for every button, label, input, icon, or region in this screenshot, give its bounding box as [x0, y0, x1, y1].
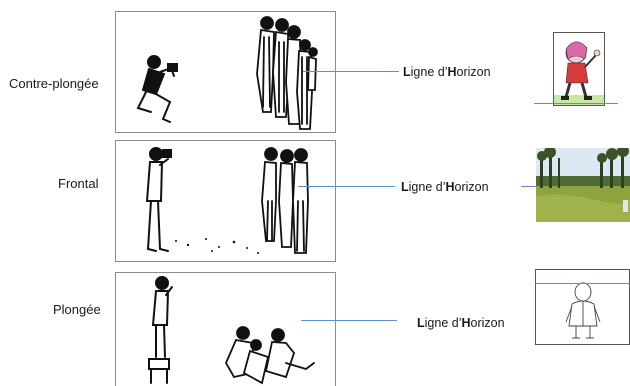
horizon-text-part: igne d’: [425, 316, 462, 330]
horizon-line-plongee: [301, 320, 397, 321]
thumbnail-horizon-line-3: [535, 283, 630, 284]
row-label-frontal: Frontal: [58, 176, 98, 192]
horizon-line-frontal-thumb: [521, 186, 536, 187]
horizon-text-part: orizon: [455, 180, 489, 194]
illustration-frontal: [115, 140, 336, 262]
horizon-label-contre-plongee: Ligne d’Horizon: [403, 64, 491, 80]
ground-dots: [175, 238, 259, 254]
standing-photographer-figure: [147, 148, 171, 251]
horizon-initial-l: L: [403, 65, 411, 79]
row-label-plongee: Plongée: [53, 302, 101, 318]
horizon-text-part: orizon: [471, 316, 505, 330]
horizon-initial-h: H: [447, 65, 456, 79]
thumbnail-cartoon-girl: [553, 32, 605, 106]
row-label-contre-plongee: Contre-plongée: [9, 76, 99, 92]
horizon-line-contre-plongee: [303, 71, 399, 72]
horizon-initial-h: H: [461, 316, 470, 330]
horizon-label-plongee: Ligne d’Horizon: [417, 315, 505, 331]
thumbnail-man-from-above: [535, 269, 630, 345]
illustration-plongee: [115, 272, 336, 386]
horizon-line-frontal: [298, 186, 395, 187]
crouching-photographer-figure: [138, 56, 177, 122]
seated-group-figures: [226, 327, 314, 383]
thumbnail-horizon-line-1: [534, 103, 618, 104]
horizon-text-part: orizon: [457, 65, 491, 79]
standing-group-figures: [262, 148, 308, 253]
horizon-text-part: igne d’: [411, 65, 448, 79]
illustration-contre-plongee: [115, 11, 336, 133]
standing-group-figures: [257, 17, 317, 129]
horizon-initial-l: L: [417, 316, 425, 330]
horizon-text-part: igne d’: [409, 180, 446, 194]
horizon-initial-h: H: [445, 180, 454, 194]
photographer-on-stool-figure: [149, 277, 172, 383]
horizon-initial-l: L: [401, 180, 409, 194]
thumbnail-forest-photo: [536, 148, 630, 222]
horizon-label-frontal: Ligne d’Horizon: [401, 179, 489, 195]
